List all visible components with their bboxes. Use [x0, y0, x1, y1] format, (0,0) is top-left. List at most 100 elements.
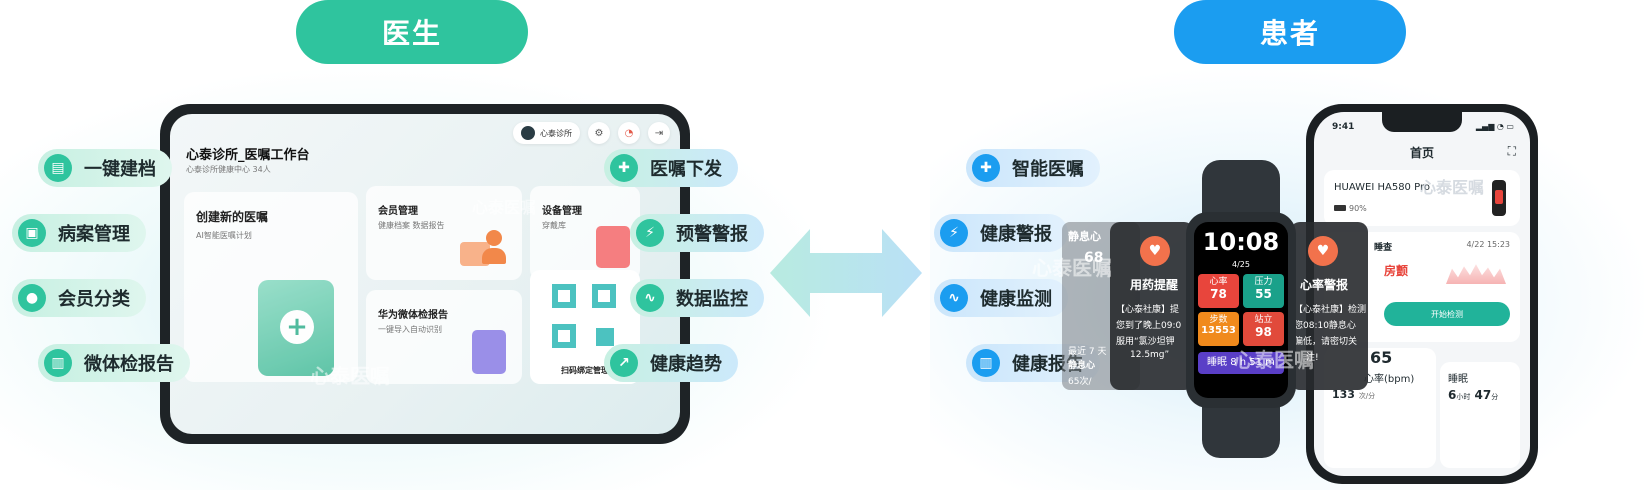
tag-create-file[interactable]: ▤ 一键建档: [38, 149, 172, 187]
tag-micro-report[interactable]: ▥ 微体检报告: [38, 344, 190, 382]
clinic-chip[interactable]: 心泰诊所: [513, 122, 580, 144]
device-management-card[interactable]: 设备管理 穿戴库: [530, 186, 640, 280]
check-status: 房颤: [1384, 264, 1409, 278]
sleep-card[interactable]: 睡眠 6小时 47分: [1440, 362, 1520, 468]
logout-icon[interactable]: ⇥: [648, 122, 670, 144]
rest-label2: 静息心: [1068, 361, 1096, 371]
settings-icon[interactable]: ⚙: [588, 122, 610, 144]
watch-thumb-icon: [1492, 180, 1506, 216]
tag-alert[interactable]: ⚡ 预警警报: [630, 214, 764, 252]
check-title: 睡查: [1374, 243, 1393, 253]
page-title: 心泰诊所_医嘱工作台: [186, 148, 310, 163]
trend-icon: ↗: [610, 349, 638, 377]
doctor-title-pill: 医生: [296, 0, 528, 64]
report-icon: ▥: [972, 349, 1000, 377]
tag-health-trend[interactable]: ↗ 健康趋势: [604, 344, 738, 382]
order-icon: ✚: [610, 154, 638, 182]
tag-alert-label: 预警警报: [676, 224, 748, 245]
page-subtitle: 心泰诊所健康中心 34人: [186, 165, 271, 174]
phone-page-title: 首页: [1409, 146, 1434, 160]
rest-value: 68: [1084, 250, 1104, 266]
notification-icon[interactable]: ◔: [618, 122, 640, 144]
heart-alert-title: 心率警报: [1300, 278, 1349, 292]
tag-data-monitor[interactable]: ∿ 数据监控: [630, 279, 764, 317]
tile-steps-value: 13553: [1201, 325, 1236, 336]
patient-watermark: 心泰医嘱: [1032, 256, 1112, 280]
heart-alert-line4: 注!: [1306, 353, 1319, 363]
tag-health-monitor-label: 健康监测: [980, 289, 1052, 310]
tag-member-class[interactable]: ● 会员分类: [12, 279, 146, 317]
double-arrow-icon: [770, 229, 922, 317]
tag-member-class-label: 会员分类: [58, 289, 130, 310]
watch-sleep-bar: 睡眠 8 h 51 m: [1198, 352, 1284, 374]
medical-folder-icon: +: [258, 280, 334, 376]
member-management-sub: 健康档案 数据报告: [378, 221, 445, 230]
pulse-icon: ∿: [636, 284, 664, 312]
order-icon: ✚: [972, 154, 1000, 182]
device-card[interactable]: HUAWEI HA580 Pro 90% 心泰医嘱: [1324, 170, 1520, 226]
lightning-icon: ⚡: [636, 219, 664, 247]
rest-recent: 最近 7 天: [1068, 347, 1107, 357]
tag-health-alert-label: 健康警报: [980, 224, 1052, 245]
heart-alert-line2: 您08:10静息心: [1294, 321, 1356, 331]
device-battery: 90%: [1334, 204, 1367, 213]
sleep-minutes: 47: [1474, 388, 1492, 402]
sleep-value: 6小时 47分: [1448, 388, 1498, 402]
lightning-icon: ⚡: [940, 219, 968, 247]
clinic-chip-label: 心泰诊所: [540, 128, 572, 138]
folder-icon: ▣: [18, 219, 46, 247]
tile-stress-value: 55: [1255, 287, 1272, 301]
tile-hr-label: 心率: [1209, 277, 1228, 287]
medicine-line4: 12.5mg”: [1130, 350, 1170, 360]
tile-steps-label: 步数: [1209, 315, 1228, 325]
huawei-report-sub: 一键导入自动识别: [378, 325, 442, 334]
tile-hr-value: 78: [1210, 287, 1227, 301]
tag-case-management[interactable]: ▣ 病案管理: [12, 214, 146, 252]
tag-health-monitor[interactable]: ∿ 健康监测: [934, 279, 1068, 317]
heart-rate-value: 65: [1370, 348, 1393, 367]
rest-rate: 65次/: [1068, 377, 1092, 387]
tag-smart-order[interactable]: ✚ 智能医嘱: [966, 149, 1100, 187]
report-stack-icon: [472, 330, 506, 374]
watch-band-bottom: [1202, 402, 1280, 458]
tile-stress-label: 压力: [1254, 277, 1273, 287]
huawei-report-card[interactable]: 华为微体检报告 一键导入自动识别: [366, 290, 522, 384]
device-management-title: 设备管理: [542, 206, 582, 217]
tag-data-monitor-label: 数据监控: [676, 289, 748, 310]
tablet-watermark: 心泰医嘱: [310, 364, 390, 388]
qr-code-icon: [552, 284, 616, 348]
tablet-watermark-top: 心泰医嘱: [472, 198, 537, 217]
heart-alert-popup: ♥ 心率警报 【心泰社康】检测 您08:10静息心 偏低，请密切关 注!: [1290, 222, 1368, 390]
hr-range-value: 133: [1332, 388, 1355, 401]
sleep-hours: 6: [1448, 388, 1457, 402]
tag-issue-order[interactable]: ✚ 医嘱下发: [604, 149, 738, 187]
create-order-sub: AI智能医嘱计划: [196, 231, 252, 240]
tag-health-alert[interactable]: ⚡ 健康警报: [934, 214, 1068, 252]
wave-chart: [1446, 264, 1506, 284]
expand-icon[interactable]: ⛶: [1507, 144, 1516, 158]
watch-date: 4/25: [1232, 260, 1250, 269]
medicine-line2: 您到了晚上09:0: [1116, 321, 1182, 331]
user-icon: ●: [18, 284, 46, 312]
member-management-card[interactable]: 会员管理 健康档案 数据报告: [366, 186, 522, 280]
tag-health-trend-label: 健康趋势: [650, 354, 722, 375]
watch-time: 10:08: [1202, 228, 1280, 256]
medicine-title: 用药提醒: [1130, 278, 1179, 292]
heart-alert-badge-icon: ♥: [1308, 236, 1338, 266]
sleep-minutes-unit: 分: [1491, 393, 1499, 401]
heart-rate-range: 133 次/分: [1332, 388, 1375, 401]
start-check-button[interactable]: 开始检测: [1384, 302, 1510, 326]
watch-watermark: 心泰医嘱: [1234, 348, 1314, 372]
member-management-title: 会员管理: [378, 206, 418, 217]
status-icons: ▂▄▆ ◔ ▭: [1475, 122, 1514, 131]
heart-alert-line1: 【心泰社康】检测: [1294, 305, 1367, 315]
heart-alert-line3: 偏低，请密切关: [1294, 337, 1358, 347]
tag-case-management-label: 病案管理: [58, 224, 130, 245]
sleep-label: 睡眠: [1448, 374, 1468, 385]
heart-badge-icon: ♥: [1140, 236, 1170, 266]
